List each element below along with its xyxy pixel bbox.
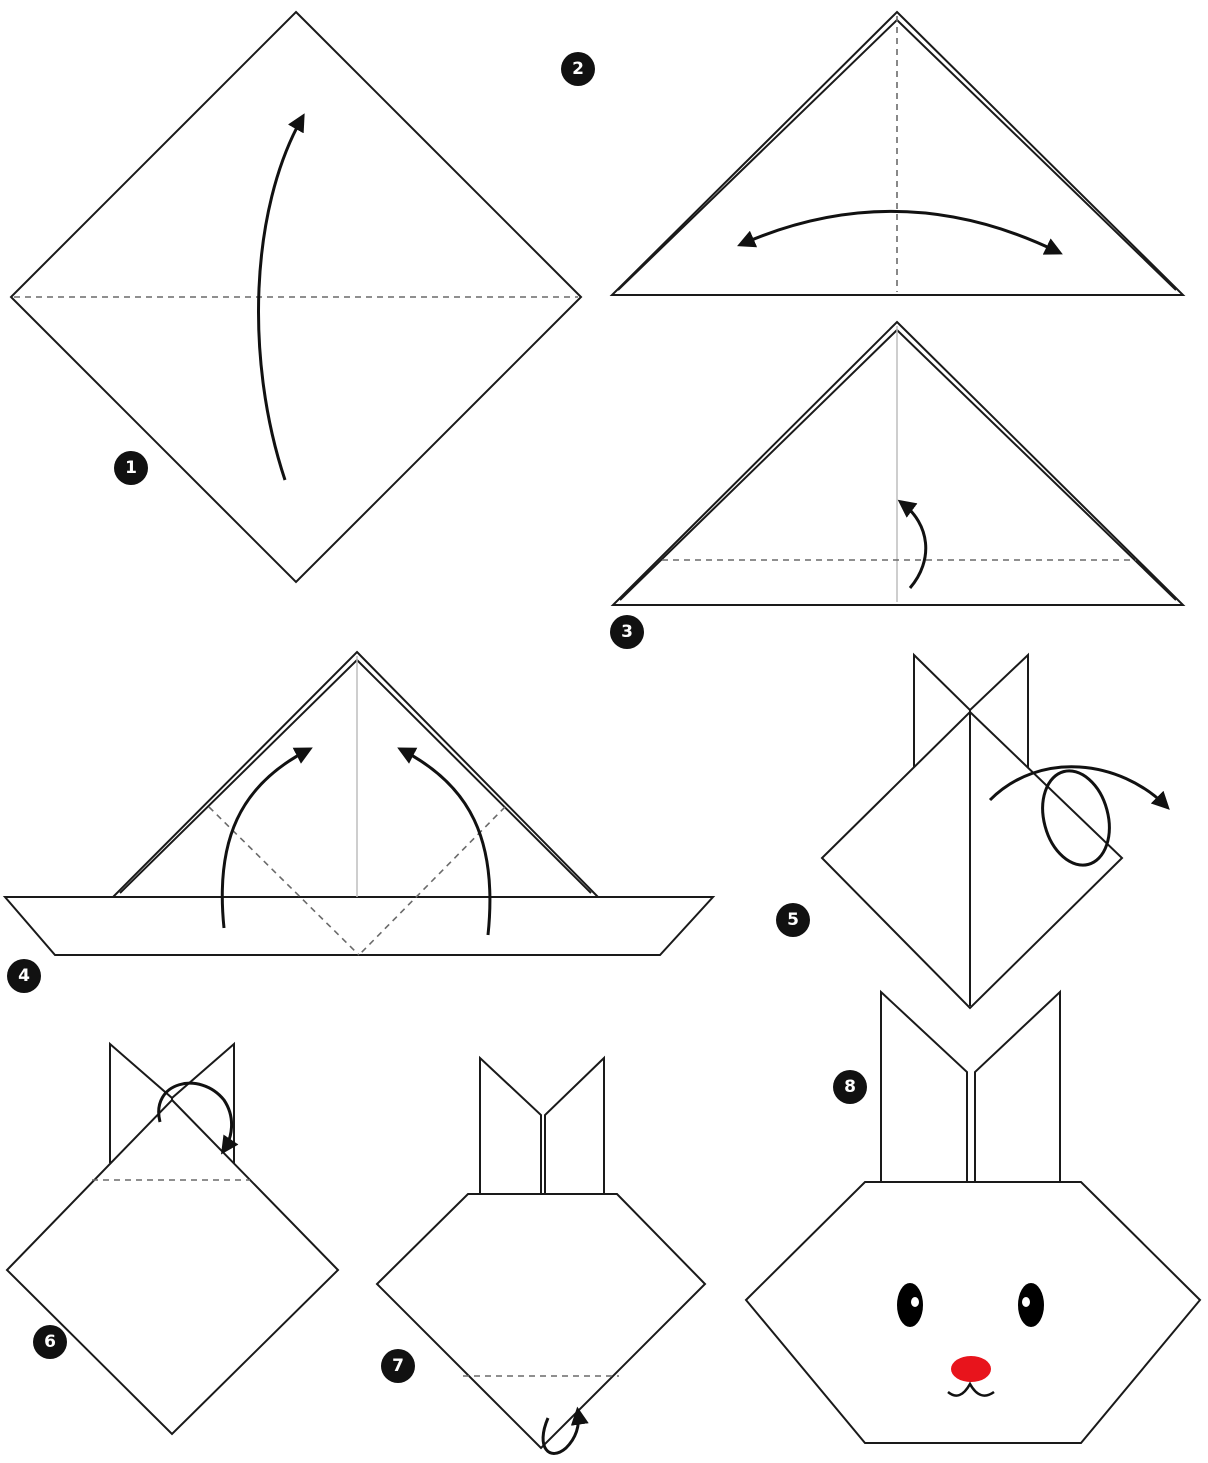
step-1: 1	[11, 12, 581, 582]
step-number-badge-7: 7	[381, 1349, 415, 1383]
right-ear	[545, 1058, 604, 1194]
triangle-paper	[113, 652, 598, 897]
step-7: 7	[377, 1058, 705, 1453]
nose	[951, 1356, 991, 1382]
step-number-4: 4	[18, 966, 30, 986]
step-4: 4	[5, 652, 713, 993]
step-number-7: 7	[392, 1356, 404, 1376]
left-ear	[881, 992, 967, 1182]
right-ear	[975, 992, 1060, 1182]
hexagon-head	[746, 1182, 1200, 1443]
step-number-3: 3	[621, 622, 633, 642]
step-3: 3	[610, 322, 1183, 649]
step-5: 5	[776, 655, 1166, 1008]
right-eye	[1018, 1283, 1044, 1327]
step-2: 2	[561, 12, 1183, 295]
step-number-badge-5: 5	[776, 903, 810, 937]
step-number-2: 2	[572, 59, 584, 79]
hexagon-head	[377, 1194, 705, 1448]
left-eye	[897, 1283, 923, 1327]
step-number-badge-4: 4	[7, 959, 41, 993]
step-number-1: 1	[125, 458, 137, 478]
left-ear	[480, 1058, 541, 1194]
right-eye-highlight	[1022, 1297, 1030, 1307]
step-number-6: 6	[44, 1332, 56, 1352]
step-6: 6	[7, 1044, 338, 1434]
step-number-badge-8: 8	[833, 1070, 867, 1104]
folded-band	[5, 897, 713, 955]
step-number-badge-3: 3	[610, 615, 644, 649]
left-eye-highlight	[911, 1297, 919, 1307]
triangle-paper	[613, 322, 1183, 605]
step-number-badge-1: 1	[114, 451, 148, 485]
step-number-badge-6: 6	[33, 1325, 67, 1359]
step-number-badge-2: 2	[561, 52, 595, 86]
step-8: 8	[746, 992, 1200, 1443]
step-number-5: 5	[787, 910, 799, 930]
diamond-body	[822, 712, 1122, 1008]
step-number-8: 8	[844, 1077, 856, 1097]
diamond-body	[7, 1100, 338, 1434]
